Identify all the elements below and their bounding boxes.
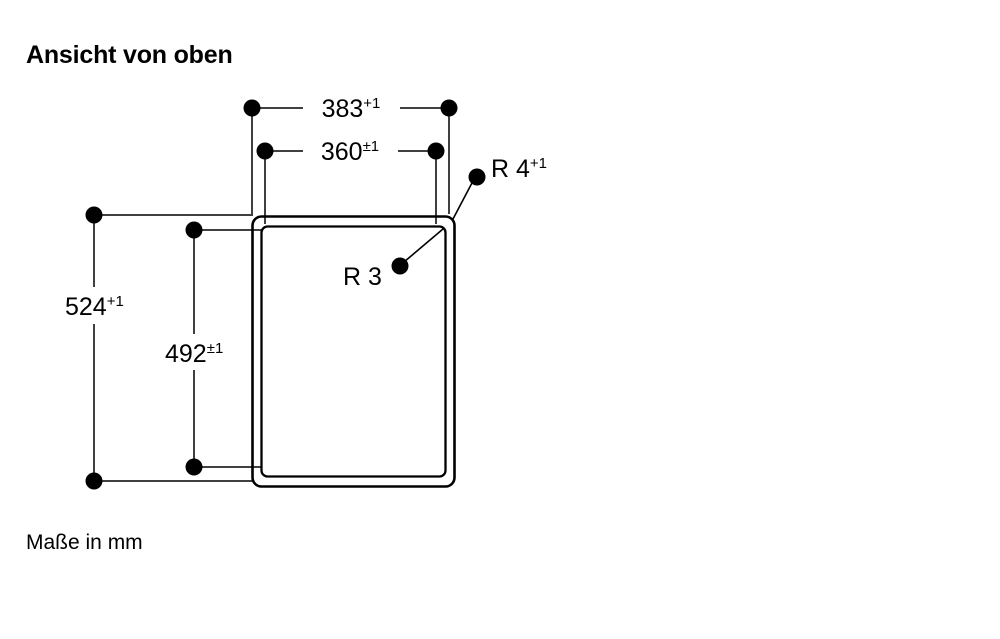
radius-label-outer: R 4+1 — [491, 155, 547, 183]
dimension-label-height-outer: 524+1 — [65, 293, 124, 321]
leader-dot-radius-inner — [391, 257, 409, 275]
dimension-label-width-inner: 360±1 — [321, 138, 379, 166]
dimension-dot-height-outer-bottom — [85, 472, 103, 490]
radius-label-inner: R 3 — [343, 263, 382, 291]
dimension-dot-height-inner-top — [185, 221, 203, 239]
outer-rectangle — [251, 215, 456, 488]
dimension-dot-width-outer-left — [243, 99, 261, 117]
dimension-dot-width-inner-right — [427, 142, 445, 160]
dimension-label-width-outer: 383+1 — [322, 95, 381, 123]
leader-line-radius-inner — [403, 228, 444, 263]
leader-line-radius-outer — [452, 180, 474, 220]
dimension-dot-width-inner-left — [256, 142, 274, 160]
dimension-dot-height-inner-bottom — [185, 458, 203, 476]
inner-rectangle — [260, 225, 447, 478]
dimension-label-height-inner: 492±1 — [165, 340, 223, 368]
units-footnote: Maße in mm — [26, 531, 143, 554]
page-title: Ansicht von oben — [26, 41, 233, 69]
dimension-dot-height-outer-top — [85, 206, 103, 224]
leader-dot-radius-outer — [468, 168, 486, 186]
dimension-dot-width-outer-right — [440, 99, 458, 117]
